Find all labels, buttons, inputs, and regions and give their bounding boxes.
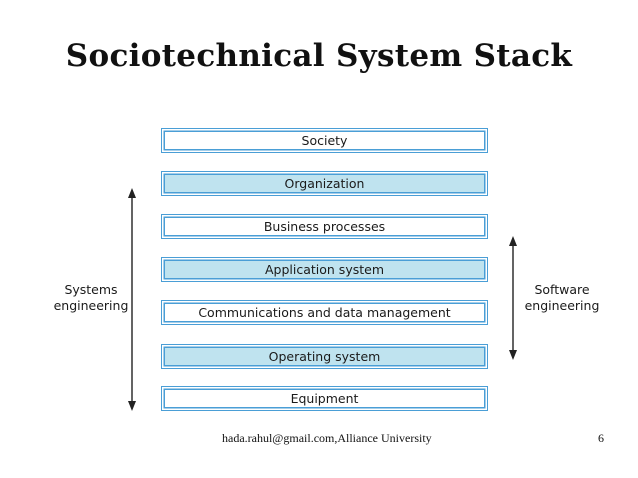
systems-engineering-line2: engineering — [53, 298, 129, 313]
layer-business-processes: Business processes — [161, 214, 488, 239]
page-number: 6 — [598, 431, 604, 445]
footer-text: hada.rahul@gmail.com,Alliance University — [222, 431, 432, 445]
software-engineering-arrow — [509, 236, 517, 360]
layer-label: Organization — [284, 176, 365, 191]
systems-engineering-label: Systems engineering — [46, 282, 136, 314]
software-engineering-line1: Software — [534, 282, 590, 297]
layer-communications-data-management: Communications and data management — [161, 300, 488, 325]
layer-application-system: Application system — [161, 257, 488, 282]
layer-label: Application system — [264, 262, 384, 277]
layer-label: Operating system — [268, 349, 381, 364]
software-engineering-line2: engineering — [524, 298, 600, 313]
layer-label: Society — [301, 133, 348, 148]
layer-operating-system: Operating system — [161, 344, 488, 369]
slide-title: Sociotechnical System Stack — [65, 38, 573, 74]
layer-label: Business processes — [263, 219, 386, 234]
layer-equipment: Equipment — [161, 386, 488, 411]
layer-organization: Organization — [161, 171, 488, 196]
software-engineering-label: Software engineering — [518, 282, 606, 314]
systems-engineering-line1: Systems — [64, 282, 118, 297]
layer-society: Society — [161, 128, 488, 153]
layer-label: Communications and data management — [198, 305, 451, 320]
layer-label: Equipment — [290, 391, 359, 406]
systems-engineering-arrow — [128, 188, 136, 411]
